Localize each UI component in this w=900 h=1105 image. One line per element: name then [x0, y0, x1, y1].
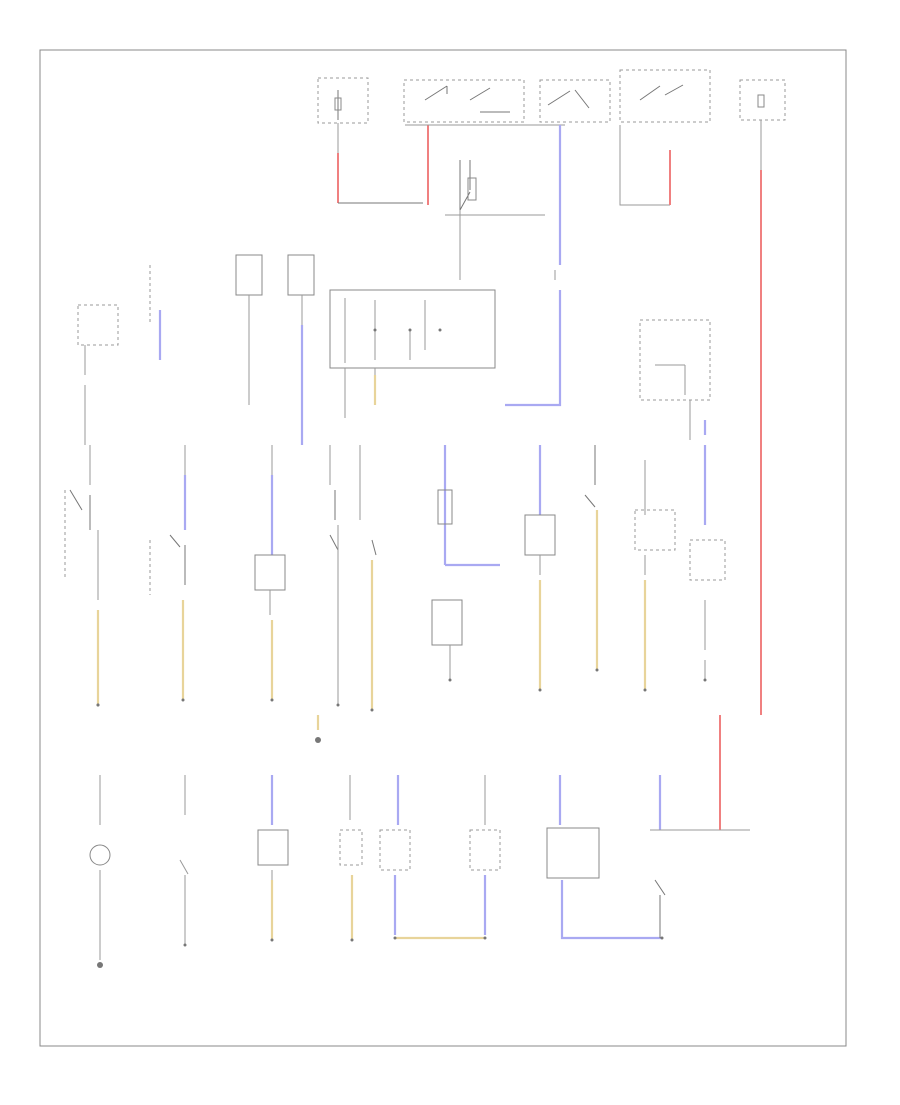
center-ground-point: [315, 715, 321, 743]
middle-row-components: [64, 445, 726, 710]
top-fuse-block: [317, 69, 786, 715]
left-upper-switches: [77, 254, 315, 445]
diagram-border: [39, 49, 847, 1047]
bottom-row-components: [89, 715, 750, 968]
module-feed-wire: [505, 290, 562, 407]
splice-points: [96, 668, 707, 947]
center-switch-cluster: [445, 160, 556, 280]
right-module: [639, 319, 711, 440]
control-module: [329, 289, 496, 418]
